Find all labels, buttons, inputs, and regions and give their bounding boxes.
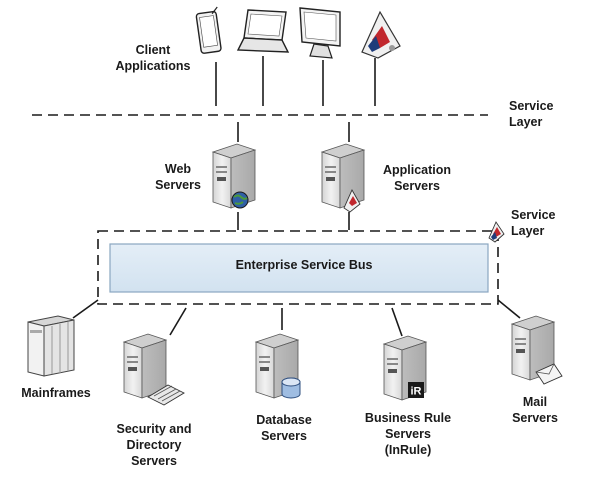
label-service-layer-top: Service Layer — [509, 99, 554, 129]
service-layer-box — [97, 230, 499, 305]
tablet-icon — [195, 6, 222, 54]
label-service-layer-right: Service Layer — [511, 208, 556, 238]
mainframe-icon — [27, 315, 75, 377]
inrule-logo-icon — [361, 10, 401, 59]
label-client-applications: Client Applications — [115, 43, 191, 73]
connector-business-rule — [391, 307, 403, 337]
svg-text:iR: iR — [411, 386, 422, 398]
label-business-rule-servers: Business Rule Servers (InRule) — [364, 411, 452, 457]
connector-mainframe — [72, 299, 99, 319]
globe-icon — [231, 191, 249, 209]
esb-label: Enterprise Service Bus — [235, 258, 373, 272]
laptop-icon — [236, 9, 290, 53]
keyboard-icon — [147, 384, 185, 406]
label-web-servers: Web Servers — [155, 162, 201, 192]
service-layer-inrule-icon — [488, 221, 505, 243]
monitor-icon — [299, 7, 341, 59]
database-icon — [281, 377, 301, 399]
label-mail-servers: Mail Servers — [512, 395, 558, 425]
esb-bar — [109, 243, 489, 293]
label-database-servers: Database Servers — [256, 413, 312, 443]
envelope-icon — [535, 363, 563, 385]
label-application-servers: Application Servers — [382, 163, 452, 193]
connector-mail — [497, 299, 521, 319]
security-server-icon — [123, 333, 167, 399]
label-mainframes: Mainframes — [21, 386, 91, 400]
application-server-icon — [321, 143, 365, 209]
connector-security — [169, 307, 187, 336]
inrule-badge-icon — [343, 189, 361, 213]
label-security-directory-servers: Security and Directory Servers — [116, 422, 192, 468]
ir-badge-icon: iR — [408, 382, 424, 398]
